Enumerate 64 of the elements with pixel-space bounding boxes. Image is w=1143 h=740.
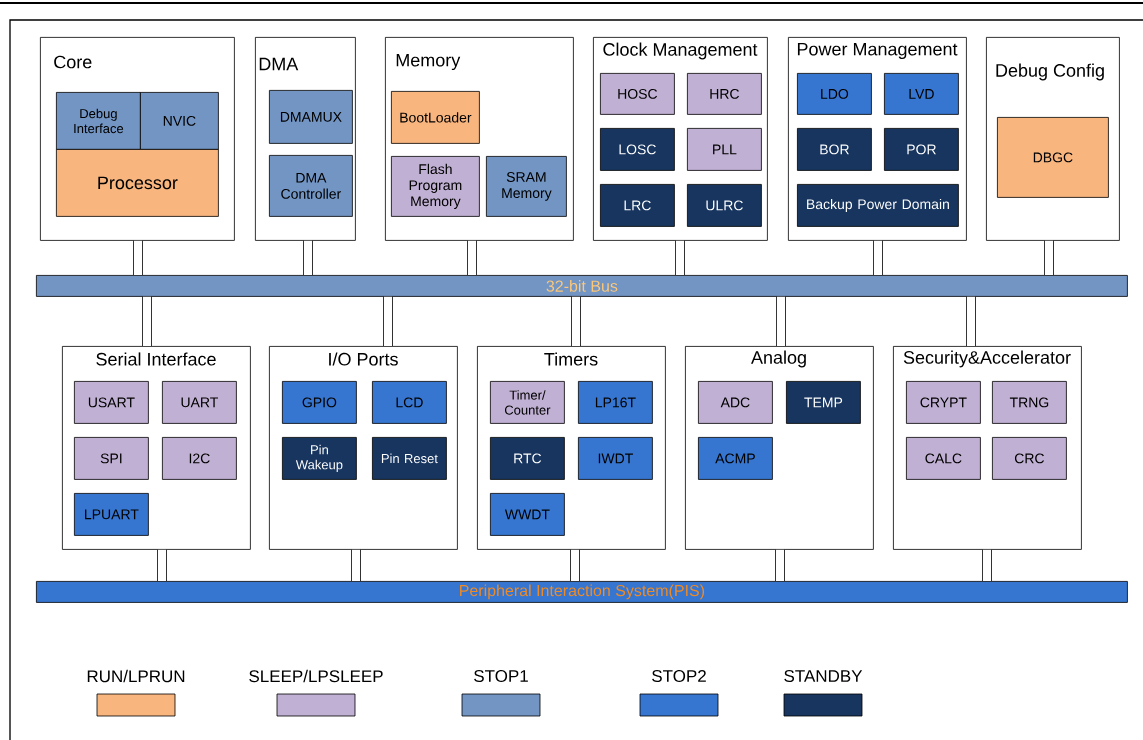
block-box: HRC bbox=[687, 73, 762, 115]
legend-label: RUN/LPRUN bbox=[87, 669, 185, 683]
block-box: WWDT bbox=[490, 493, 565, 536]
legend-label: STANDBY bbox=[784, 670, 863, 683]
block-box: ADC bbox=[698, 381, 773, 424]
block-box: LCD bbox=[372, 381, 447, 424]
block-box: CALC bbox=[906, 437, 981, 480]
connector-stub bbox=[675, 240, 685, 275]
block-box: NVIC bbox=[140, 92, 219, 150]
connector-stub bbox=[873, 240, 883, 275]
block-box: ULRC bbox=[687, 184, 762, 227]
block-box: LPUART bbox=[74, 493, 149, 536]
connector-stub bbox=[142, 296, 152, 346]
connector-stub bbox=[776, 296, 786, 346]
connector-stub bbox=[982, 549, 992, 581]
block-box: I2C bbox=[162, 437, 237, 480]
block-box: DMA Controller bbox=[269, 155, 353, 217]
block-box: Pin Wakeup bbox=[282, 437, 357, 480]
block-box: ACMP bbox=[698, 437, 773, 480]
block-box: LDO bbox=[797, 73, 872, 115]
block-box: Debug Interface bbox=[56, 92, 141, 150]
connector-stub bbox=[133, 240, 143, 275]
bus-bar: 32-bit Bus bbox=[36, 275, 1128, 297]
block-box: BOR bbox=[797, 128, 872, 171]
bus-bar: Peripheral Interaction System(PIS) bbox=[36, 581, 1128, 603]
block-box: POR bbox=[884, 128, 959, 171]
block-box: Flash Program Memory bbox=[391, 156, 480, 217]
connector-stub bbox=[383, 296, 393, 346]
connector-stub bbox=[1044, 240, 1054, 275]
block-box: RTC bbox=[490, 437, 565, 480]
block-box: TRNG bbox=[992, 381, 1067, 424]
connector-stub bbox=[351, 549, 361, 581]
legend-label: SLEEP/LPSLEEP bbox=[249, 669, 383, 683]
block-box: Timer/ Counter bbox=[490, 381, 565, 424]
connector-stub bbox=[775, 549, 785, 581]
legend-label: STOP1 bbox=[474, 670, 528, 683]
block-box: CRYPT bbox=[906, 381, 981, 424]
block-box: Processor bbox=[56, 149, 219, 217]
block-box: HOSC bbox=[600, 73, 675, 115]
block-box: SPI bbox=[74, 437, 149, 480]
connector-stub bbox=[467, 240, 477, 275]
block-box: LRC bbox=[600, 184, 675, 227]
block-box: USART bbox=[74, 381, 149, 424]
block-box: BootLoader bbox=[391, 91, 480, 144]
block-box: SRAM Memory bbox=[486, 156, 567, 217]
block-box: DMAMUX bbox=[269, 90, 353, 144]
connector-stub bbox=[157, 549, 167, 581]
block-box: PLL bbox=[687, 128, 762, 171]
block-box: CRC bbox=[992, 437, 1067, 480]
block-box: LOSC bbox=[600, 128, 675, 171]
block-box: LP16T bbox=[578, 381, 653, 424]
legend-label: STOP2 bbox=[652, 670, 706, 683]
block-box: Pin Reset bbox=[372, 437, 447, 480]
connector-stub bbox=[571, 296, 581, 346]
block-box: IWDT bbox=[578, 437, 653, 480]
connector-stub bbox=[570, 549, 580, 581]
block-box: LVD bbox=[884, 73, 959, 115]
block-box: TEMP bbox=[786, 381, 861, 424]
block-box: Backup Power Domain bbox=[797, 184, 959, 227]
connector-stub bbox=[303, 240, 313, 275]
block-box: GPIO bbox=[282, 381, 357, 424]
block-box: DBGC bbox=[997, 117, 1109, 198]
block-box: UART bbox=[162, 381, 237, 424]
connector-stub bbox=[966, 296, 976, 346]
